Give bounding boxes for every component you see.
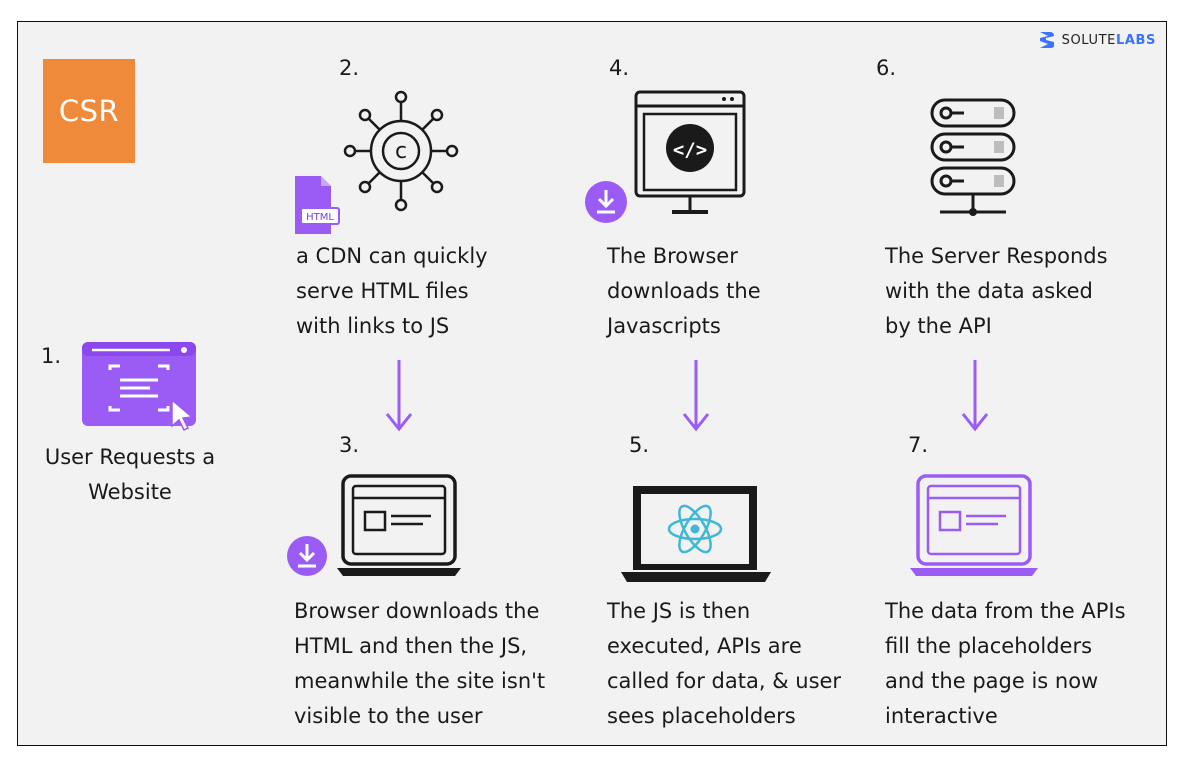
step-3-line-2: HTML and then the JS, [294,634,528,658]
step-4-line-2: downloads the [607,279,761,303]
step-7-text: The data from the APIs fill the placehol… [885,594,1126,734]
flow-arrow-4-to-5 [682,360,710,432]
step-5-line-3: called for data, & user [607,669,842,693]
step-4-line-1: The Browser [607,244,738,268]
step-1-text: User Requests a Website [30,440,230,510]
step-3-line-3: meanwhile the site isn't [294,669,546,693]
cdn-network-html-icon: c HTML [295,90,459,234]
step-4-line-3: Javascripts [607,314,721,338]
step-4-text: The Browser downloads the Javascripts [607,239,761,344]
step-1-line-2: Website [88,480,172,504]
step-6-line-2: with the data asked [885,279,1093,303]
step-1-number: 1. [41,344,62,368]
brand-name-suffix: LABS [1115,32,1156,48]
browser-window-cursor-icon [82,342,196,432]
step-2-line-3: with links to JS [296,314,450,338]
step-6-line-1: The Server Responds [885,244,1108,268]
laptop-download-icon [287,474,461,576]
step-7-number: 7. [908,433,929,457]
step-7-line-3: and the page is now [885,669,1099,693]
step-5-text: The JS is then executed, APIs are called… [607,594,841,734]
step-3-number: 3. [339,433,360,457]
laptop-react-icon [621,486,771,582]
svg-text:</>: </> [673,139,707,161]
step-3-line-4: visible to the user [294,704,483,728]
step-7-line-4: interactive [885,704,998,728]
step-1-line-1: User Requests a [44,445,216,469]
flow-arrow-2-to-3 [385,360,413,432]
step-6-line-3: by the API [885,314,992,338]
monitor-code-download-icon: </> [585,90,746,223]
step-7-line-1: The data from the APIs [885,599,1126,623]
step-5-line-2: executed, APIs are [607,634,802,658]
step-3-text: Browser downloads the HTML and then the … [294,594,545,734]
svg-text:c: c [395,139,407,164]
diagram-panel: SOLUTELABS CSR 1. User Requests a Websit… [17,21,1167,746]
svg-text:HTML: HTML [306,212,334,223]
flow-arrow-6-to-7 [961,360,989,432]
laptop-interactive-page-icon [910,474,1038,576]
solutelabs-wordmark: SOLUTELABS [1062,33,1156,48]
step-2-line-1: a CDN can quickly [296,244,488,268]
step-5-number: 5. [629,433,650,457]
step-6-text: The Server Responds with the data asked … [885,239,1108,344]
solutelabs-logo: SOLUTELABS [1038,30,1156,50]
server-stack-icon [930,98,1016,216]
brand-name-prefix: SOLUTE [1061,32,1116,48]
step-7-line-2: fill the placeholders [885,634,1093,658]
step-2-number: 2. [339,56,360,80]
step-2-text: a CDN can quickly serve HTML files with … [296,239,488,344]
step-2-line-2: serve HTML files [296,279,469,303]
solutelabs-logo-mark-icon [1039,32,1054,48]
step-3-line-1: Browser downloads the [294,599,540,623]
step-6-number: 6. [876,56,897,80]
step-5-line-4: sees placeholders [607,704,796,728]
csr-badge: CSR [43,59,135,163]
step-4-number: 4. [609,56,630,80]
step-5-line-1: The JS is then [607,599,751,623]
